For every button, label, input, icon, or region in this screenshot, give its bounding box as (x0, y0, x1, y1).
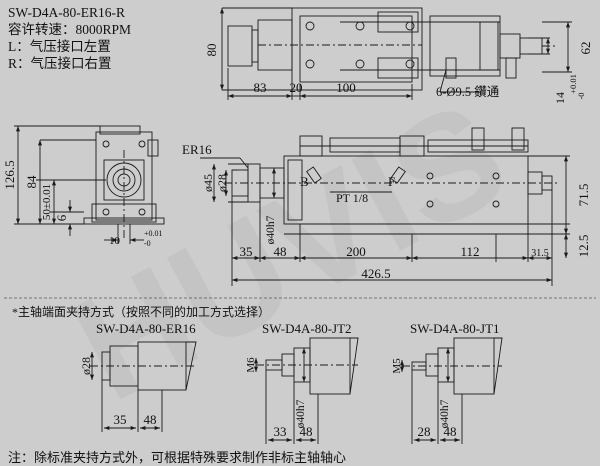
dim-top-83: 83 (254, 80, 267, 95)
collet-label: ER16 (182, 142, 212, 157)
dim-front-31-5: 31.5 (531, 248, 549, 259)
dim-front-dia40: ø40h7 (265, 215, 277, 244)
clamping-title: *主轴端面夹持方式（按照不同的加工方式选择） (12, 305, 271, 319)
pt-thread-label: PT 1/8 (336, 191, 368, 205)
right-port-label: R：气压接口右置 (8, 56, 112, 71)
dim-front-112: 112 (460, 244, 479, 259)
dim-top-20: 20 (290, 80, 303, 95)
clamp-variant-jt1-title: SW-D4A-80-JT1 (410, 321, 500, 336)
clamp-variant-jt1-drawing (399, 337, 503, 444)
top-holes-note: 6-Ø9.5 鑽通 (436, 84, 500, 99)
dim-side-126-5: 126.5 (2, 160, 17, 189)
clamp-variant-jt2-title: SW-D4A-80-JT2 (262, 321, 352, 336)
dim-side-6: 6 (54, 214, 69, 221)
port-b-label: B (300, 174, 309, 189)
dim-front-48: 48 (274, 244, 287, 259)
front-view (200, 127, 570, 286)
dim-front-12-5: 12.5 (576, 235, 591, 258)
top-view (219, 7, 572, 100)
dim-top-14: 14 (553, 92, 567, 104)
clamp-jt2-dim-a: 33 (274, 424, 287, 439)
clamp-variant-er16-drawing (89, 341, 197, 432)
clamp-er16-dia: ø28 (79, 357, 93, 375)
model-label: SW-D4A-80-ER16-R (8, 5, 125, 20)
dim-front-426-5: 426.5 (361, 266, 390, 281)
dim-front-dia45: ø45 (201, 174, 215, 192)
footer-note: 注：除标准夹持方式外，可根据特殊要求制作非标主轴轴心 (8, 450, 347, 465)
clamp-er16-dim-a: 35 (114, 412, 127, 427)
dim-side-10-tol-lower: -0 (144, 239, 151, 248)
clamp-er16-dim-b: 48 (144, 412, 157, 427)
clamp-jt2-dim-b: 48 (300, 424, 313, 439)
dim-front-200: 200 (346, 244, 366, 259)
clamp-jt1-thread: M5 (391, 358, 403, 374)
clamp-variant-er16-title: SW-D4A-80-ER16 (96, 321, 196, 336)
clamp-jt2-thread: M6 (245, 357, 257, 373)
dim-side-50: 50±0.01 (41, 184, 53, 220)
dim-top-100: 100 (336, 80, 356, 95)
dim-top-height: 80 (204, 44, 219, 57)
dim-side-10-tol-upper: +0.01 (144, 229, 163, 238)
dim-front-dia28: ø28 (215, 174, 229, 192)
clamp-jt1-dim-a: 28 (418, 424, 431, 439)
dim-top-14-tol-upper: +0.01 (568, 74, 578, 94)
dim-front-35: 35 (240, 244, 253, 259)
dim-side-10: 10 (109, 235, 121, 247)
clamp-jt1-dia: ø40h7 (439, 399, 451, 428)
dim-top-14-tol-lower: -0 (576, 92, 586, 99)
dim-side-84: 84 (24, 175, 39, 189)
left-port-label: L：气压接口左置 (8, 39, 111, 54)
clamp-jt1-dim-b: 48 (444, 424, 457, 439)
port-f-label: F (388, 174, 395, 189)
clamp-variant-jt2-drawing (253, 337, 359, 444)
dim-front-71-5: 71.5 (576, 184, 591, 207)
speed-label: 容许转速：8000RPM (8, 22, 132, 37)
watermark-text: HUVIS (48, 69, 532, 433)
clamp-jt2-dia: ø40h7 (295, 399, 307, 428)
dim-top-62: 62 (578, 42, 593, 55)
side-view (14, 125, 165, 244)
